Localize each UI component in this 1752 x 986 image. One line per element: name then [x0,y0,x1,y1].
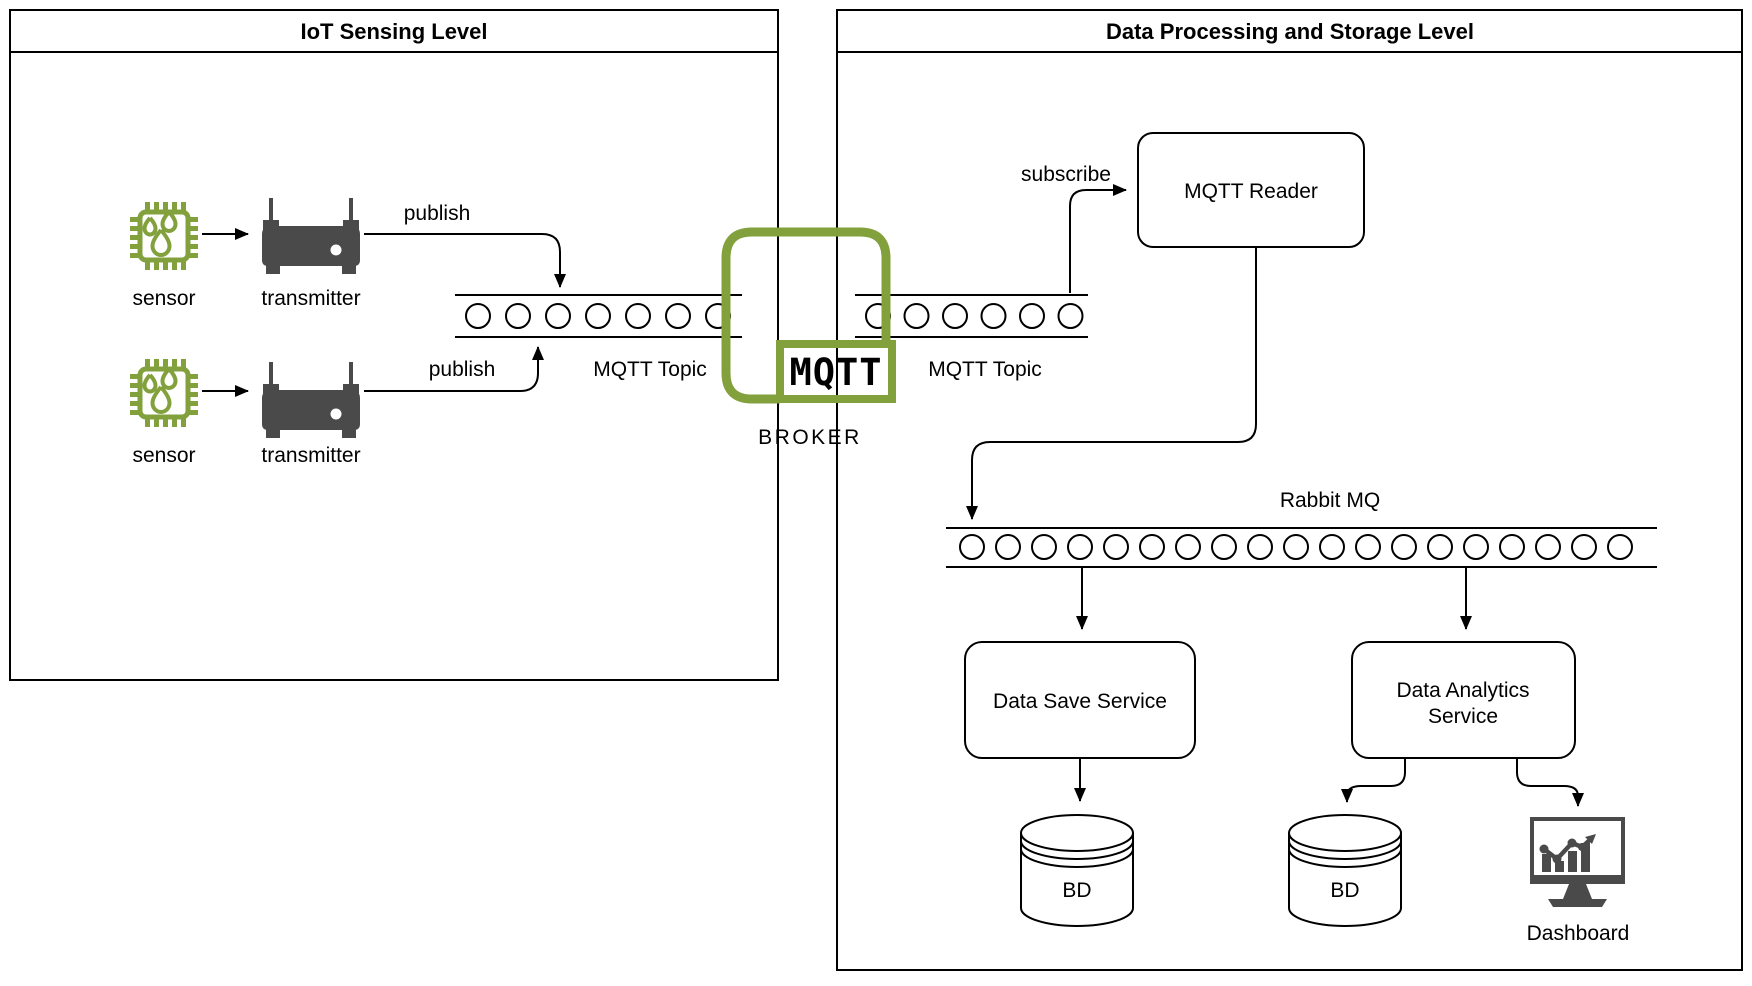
queue-message-circle [1283,534,1309,560]
queue-message-circle [1057,303,1084,329]
analytics-to-bd-arrow [1341,758,1406,803]
subscribe-label: subscribe [1021,163,1111,186]
mqtt-logo-text: MQTT [789,351,882,394]
chip-pins [130,202,198,270]
publish-2-label: publish [429,358,496,381]
broker-rounded-frame [721,227,891,404]
iot-sensing-level-box [9,9,779,681]
dashboard-label: Dashboard [1527,922,1630,945]
transmitter-1-label: transmitter [261,287,360,310]
queue-message-circle [959,534,985,560]
queue-message-circle [980,303,1007,329]
queue-message-circle [665,303,691,329]
queue-message-circle [995,534,1021,560]
broker-logo-box-border [776,340,896,403]
iot-sensing-level-panel: IoT Sensing Level [9,9,779,681]
publish-2-arrow [364,346,544,392]
publish-1-arrow [364,233,566,288]
queue-message-circle [1571,534,1597,560]
queue-message-circle [1067,534,1093,560]
queue-message-circle [505,303,531,329]
queue-message-circle [1211,534,1237,560]
sensor-chip-icon [130,202,198,270]
processing-panel-title: Data Processing and Storage Level [1106,19,1474,44]
queue-message-circle [1427,534,1453,560]
mqtt-topic-left-label: MQTT Topic [593,358,707,381]
queue-message-circle [1391,534,1417,560]
queue-message-circle [1355,534,1381,560]
water-drop-icons [142,210,178,257]
iot-panel-title: IoT Sensing Level [300,19,487,44]
queue-message-circle [1139,534,1165,560]
bd-2-label: BD [1330,879,1359,902]
transmitter-2-label: transmitter [261,444,360,467]
mqtt-topic-queue-right [855,294,1088,338]
rabbitmq-queue [946,527,1657,568]
mqtt-reader-box [1137,132,1365,248]
chip-pins [130,359,198,427]
queue-message-circle [1319,534,1345,560]
data-save-service-label: Data Save Service [993,690,1167,713]
data-analytics-service-box [1351,641,1576,759]
queue-message-circle [903,303,930,329]
mqtt-reader-label: MQTT Reader [1184,180,1318,203]
database-cylinder-icon: BD [1020,814,1134,927]
queue-message-circle [1535,534,1561,560]
queue-message-circle [545,303,571,329]
water-drop-icons [142,367,178,414]
queue-message-circle [1607,534,1633,560]
data-analytics-service-label-line2: Service [1428,705,1498,728]
queue-message-circle [1175,534,1201,560]
data-analytics-service-label-line1: Data Analytics [1396,679,1529,702]
queue-message-circle [1031,534,1057,560]
database-cylinder-icon: BD [1288,814,1402,927]
queue-message-circle [465,303,491,329]
mqtt-broker-icon: MQTT [721,227,896,404]
queue-message-circle [1247,534,1273,560]
queue-message-circle [585,303,611,329]
queue-message-circle [1463,534,1489,560]
analytics-to-dashboard-arrow [1516,758,1584,807]
queue-message-circle [1499,534,1525,560]
mqtt-topic-queue-left [455,294,742,338]
queue-message-circle [1103,534,1129,560]
sensor-1-label: sensor [132,287,195,310]
transmitter-router-icon [262,198,360,274]
dashboard-chart-glyph [1539,834,1596,872]
dashboard-monitor-icon [1530,817,1625,907]
sensor-2-label: sensor [132,444,195,467]
mqtt-topic-right-label: MQTT Topic [928,358,1042,381]
queue-message-circle [942,303,968,329]
queue-message-circle [1019,303,1045,329]
queue-message-circle [625,303,651,329]
rabbitmq-label: Rabbit MQ [1280,489,1380,512]
sensor-chip-icon [130,359,198,427]
transmitter-router-icon [262,362,360,438]
reader-to-rabbitmq-arrow [966,247,1257,520]
bd-1-label: BD [1062,879,1091,902]
publish-1-label: publish [404,202,471,225]
subscribe-arrow [1069,184,1127,293]
broker-label: BROKER [758,426,862,449]
